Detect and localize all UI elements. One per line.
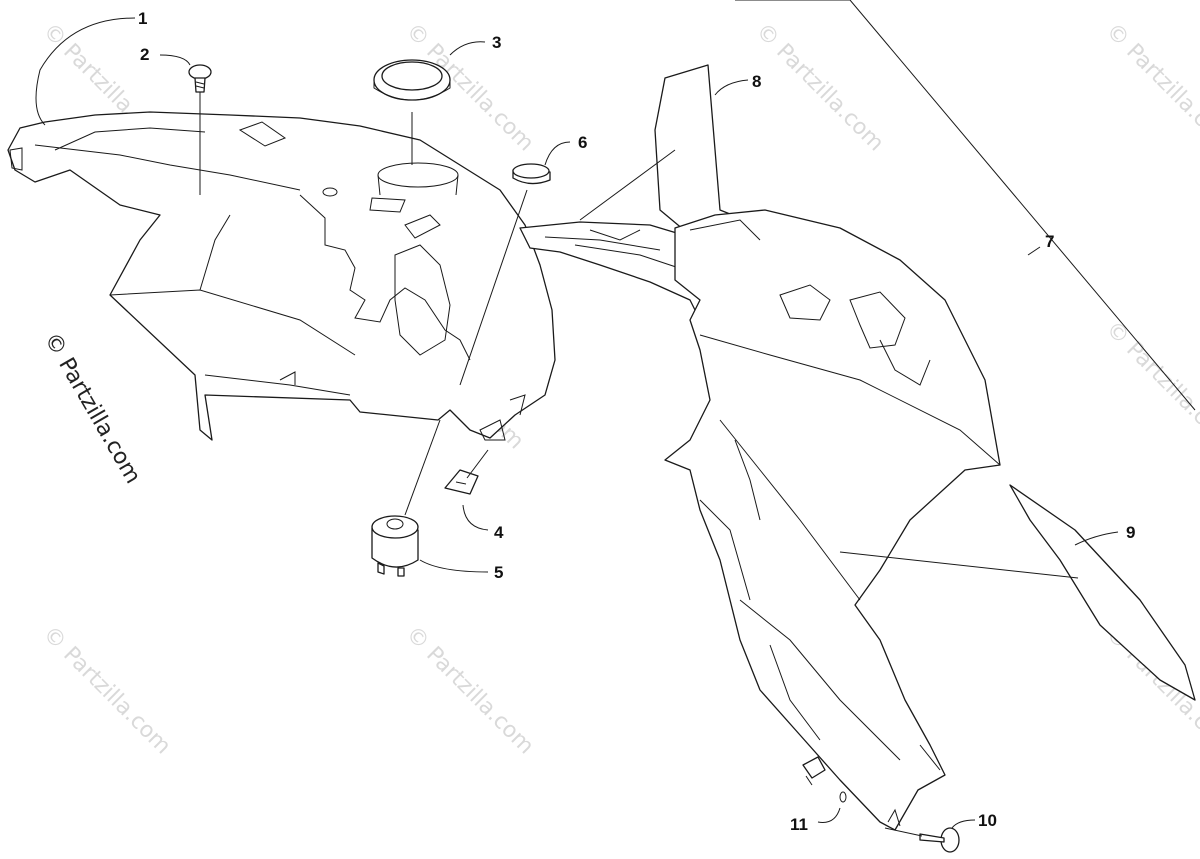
leader-lines xyxy=(35,17,1119,837)
fastener-part-11 xyxy=(802,756,847,803)
side-panel-part-7 xyxy=(664,209,1001,831)
callout-labels: 1 2 3 4 5 6 7 8 9 10 11 xyxy=(138,9,1135,834)
watermark: © Partzilla.com xyxy=(401,622,539,760)
callout-11: 11 xyxy=(790,815,808,834)
windshield-part-9 xyxy=(1009,484,1196,701)
partzilla-watermark: © Partzilla.com xyxy=(39,329,146,489)
assembly-bracket-7 xyxy=(735,0,1196,411)
callout-7: 7 xyxy=(1045,232,1054,251)
callout-5: 5 xyxy=(494,563,503,582)
callout-2: 2 xyxy=(140,45,149,64)
callout-10: 10 xyxy=(978,811,997,830)
callout-8: 8 xyxy=(752,72,761,91)
switch-part-5 xyxy=(371,515,419,577)
callout-9: 9 xyxy=(1126,523,1135,542)
callout-1: 1 xyxy=(138,9,147,28)
watermark: © Partzilla.com xyxy=(1101,19,1200,157)
callout-4: 4 xyxy=(494,523,504,542)
watermark: © Partzilla.com xyxy=(38,622,176,760)
watermark: © Partzilla.com xyxy=(751,19,889,157)
fuel-cap-ring-part-3 xyxy=(373,59,451,101)
screw-part-2 xyxy=(188,64,212,93)
watermark: © Partzilla.com xyxy=(1101,317,1200,455)
clip-part-4 xyxy=(444,469,479,495)
pin-part-10 xyxy=(919,827,960,853)
console-panel-part-1 xyxy=(7,111,556,441)
callout-6: 6 xyxy=(578,133,587,152)
grommet-part-6 xyxy=(512,163,551,185)
callout-3: 3 xyxy=(492,33,501,52)
